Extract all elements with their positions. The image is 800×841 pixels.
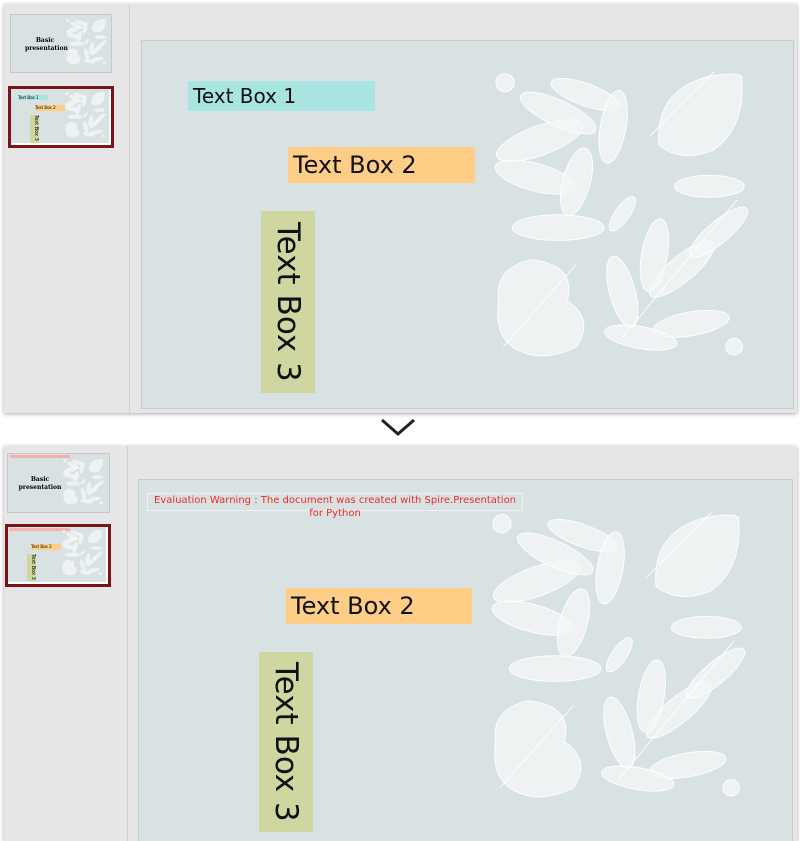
evaluation-warning: Evaluation Warning : The document was cr… <box>147 493 523 519</box>
thumbnail-title: Basic presentation <box>25 37 68 52</box>
thumb-warning <box>10 528 70 531</box>
before-window: Basic presentation Text Box 1 Text Box 2… <box>4 4 797 413</box>
leaf-decoration <box>63 457 107 509</box>
after-window: Basic presentation Text Box 2 Text Box 3… <box>4 446 797 841</box>
text-box-2[interactable]: Text Box 2 <box>286 588 472 624</box>
slide-thumbnail-pane[interactable]: Basic presentation Text Box 1 Text Box 2… <box>4 4 130 413</box>
thumbnail-title: Basic presentation <box>18 476 62 491</box>
slide-thumbnail-2-selected[interactable]: Text Box 1 Text Box 2 Text Box 3 <box>8 86 114 148</box>
chevron-down-icon <box>381 418 415 436</box>
slide-thumbnail-2-selected[interactable]: Text Box 2 Text Box 3 <box>5 524 111 587</box>
text-box-2[interactable]: Text Box 2 <box>288 147 475 183</box>
thumb-warning <box>10 455 70 458</box>
text-box-3[interactable]: Text Box 3 <box>261 211 315 393</box>
slide-thumbnail-2: Text Box 2 Text Box 3 <box>8 527 106 582</box>
leaf-decoration <box>65 91 109 141</box>
slide-thumbnail-1[interactable]: Basic presentation <box>10 14 112 73</box>
thumb-text-box-2: Text Box 2 <box>35 105 65 111</box>
leaf-decoration <box>491 508 766 820</box>
leaf-decoration <box>494 67 769 379</box>
leaf-decoration <box>66 17 110 69</box>
slide-canvas[interactable]: Text Box 1 Text Box 2 Text Box 3 <box>141 40 794 409</box>
thumb-text-box-1: Text Box 1 <box>18 95 48 100</box>
slide-thumbnail-2: Text Box 1 Text Box 2 Text Box 3 <box>11 89 109 143</box>
slide-canvas[interactable]: Evaluation Warning : The document was cr… <box>138 479 793 841</box>
slide-thumbnail-pane[interactable]: Basic presentation Text Box 2 Text Box 3 <box>4 446 128 841</box>
thumb-text-box-3: Text Box 3 <box>30 115 39 143</box>
thumb-text-box-2: Text Box 2 <box>31 544 61 550</box>
slide-thumbnail-1[interactable]: Basic presentation <box>7 453 110 513</box>
thumb-text-box-3: Text Box 3 <box>27 554 36 581</box>
text-box-1[interactable]: Text Box 1 <box>188 81 375 111</box>
leaf-decoration <box>62 529 106 579</box>
text-box-3[interactable]: Text Box 3 <box>259 652 313 832</box>
